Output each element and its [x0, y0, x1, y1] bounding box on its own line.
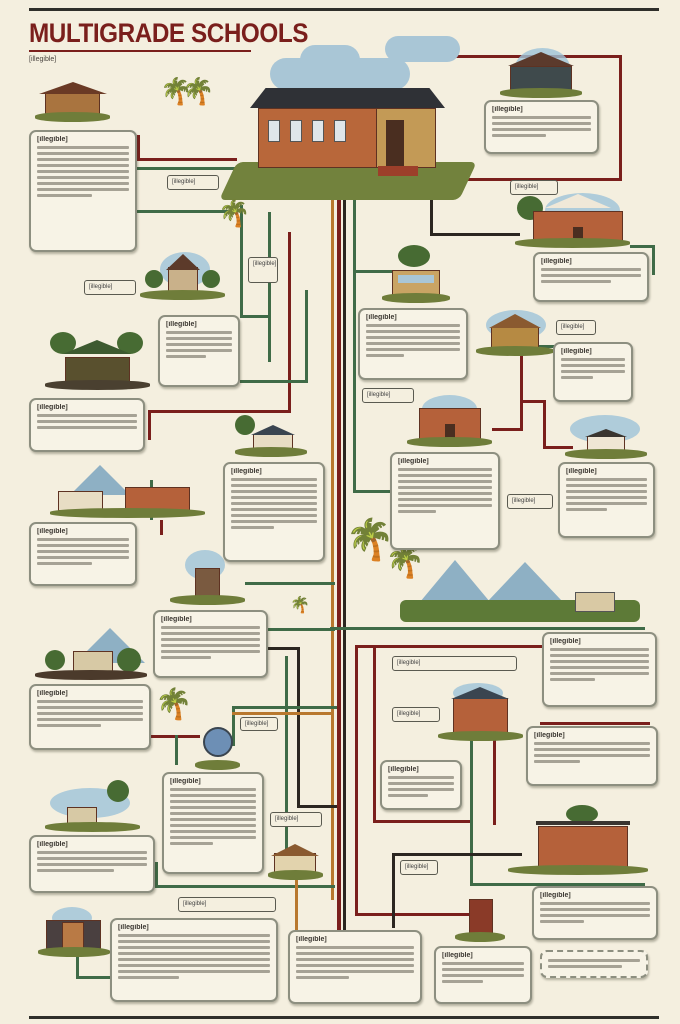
school-illustration: [45, 780, 140, 832]
label-tag: [illegible]: [556, 320, 596, 335]
info-box: [illegible]: [380, 760, 462, 810]
palm-tree-icon: 🌴: [155, 688, 193, 721]
school-illustration: [170, 550, 245, 605]
info-box: [illegible]: [390, 452, 500, 550]
info-box: [illegible]: [434, 946, 532, 1004]
info-box-heading: [illegible]: [296, 936, 327, 943]
label-tag: [illegible]: [507, 494, 553, 509]
palm-tree-icon: 🌴: [345, 518, 395, 562]
info-box: [540, 950, 648, 978]
label-tag: [illegible]: [362, 388, 414, 403]
info-box-heading: [illegible]: [561, 348, 592, 355]
info-box: [illegible]: [288, 930, 422, 1004]
info-box: [illegible]: [110, 918, 278, 1002]
page-subtitle: [illegible]: [29, 56, 57, 63]
label-tag: [illegible]: [178, 897, 276, 912]
info-box: [illegible]: [542, 632, 657, 707]
info-box-heading: [illegible]: [492, 106, 523, 113]
cloud-decoration: [385, 36, 460, 62]
info-box: [illegible]: [532, 886, 658, 940]
label-tag: [illegible]: [240, 717, 278, 731]
info-box: [illegible]: [29, 522, 137, 586]
top-rule: [29, 8, 659, 11]
page-title: MULTIGRADE SCHOOLS: [29, 18, 308, 48]
info-box: [illegible]: [358, 308, 468, 380]
school-illustration: [38, 905, 110, 957]
label-tag: [illegible]: [510, 180, 558, 195]
school-illustration: [268, 840, 323, 880]
palm-tree-icon: 🌴: [160, 76, 193, 106]
info-box-heading: [illegible]: [366, 314, 397, 321]
label-tag: [illegible]: [84, 280, 136, 295]
label-tag: [illegible]: [392, 707, 440, 722]
info-box: [illegible]: [153, 610, 268, 678]
info-box-heading: [illegible]: [534, 732, 565, 739]
school-illustration: [407, 393, 492, 447]
info-box-heading: [illegible]: [166, 321, 197, 328]
info-box-heading: [illegible]: [566, 468, 597, 475]
label-tag: [illegible]: [392, 656, 517, 671]
info-box-heading: [illegible]: [37, 690, 68, 697]
info-box: [illegible]: [29, 684, 151, 750]
info-box-heading: [illegible]: [442, 952, 473, 959]
globe-illustration: [195, 725, 240, 770]
info-box-heading: [illegible]: [37, 136, 68, 143]
school-illustration: [508, 805, 648, 875]
school-illustration: [515, 188, 630, 248]
school-illustration: [235, 415, 307, 457]
info-box: [illegible]: [29, 835, 155, 893]
info-box-heading: [illegible]: [231, 468, 262, 475]
info-box: [illegible]: [558, 462, 655, 538]
info-box-heading: [illegible]: [540, 892, 571, 899]
info-box-heading: [illegible]: [161, 616, 192, 623]
info-box-heading: [illegible]: [118, 924, 149, 931]
info-box-heading: [illegible]: [37, 841, 68, 848]
info-box: [illegible]: [158, 315, 240, 387]
palm-tree-icon: 🌴: [182, 76, 215, 106]
info-box: [illegible]: [553, 342, 633, 402]
school-illustration: [35, 80, 110, 122]
school-illustration: [140, 248, 225, 300]
school-illustration: [500, 40, 582, 98]
label-tag: [illegible]: [248, 257, 278, 283]
info-box-heading: [illegible]: [550, 638, 581, 645]
label-tag: [illegible]: [270, 812, 322, 827]
info-box: [illegible]: [29, 130, 137, 252]
label-tag: [illegible]: [400, 860, 438, 875]
info-box: [illegible]: [223, 462, 325, 562]
palm-tree-icon: 🌴: [290, 597, 310, 614]
info-box-heading: [illegible]: [37, 404, 68, 411]
school-illustration: [476, 308, 554, 356]
info-box: [illegible]: [484, 100, 599, 154]
cloud-decoration: [300, 45, 360, 75]
label-tag: [illegible]: [167, 175, 219, 190]
school-illustration: [438, 683, 523, 741]
info-box: [illegible]: [29, 398, 145, 452]
school-illustration: [382, 245, 450, 303]
info-box: [illegible]: [526, 726, 658, 786]
bottom-rule: [29, 1016, 659, 1019]
palm-tree-icon: 🌴: [218, 198, 251, 228]
school-illustration: [45, 330, 150, 390]
info-box-heading: [illegible]: [398, 458, 429, 465]
info-box: [illegible]: [162, 772, 264, 874]
info-box-heading: [illegible]: [541, 258, 572, 265]
school-illustration: [455, 890, 505, 942]
title-underline: [29, 50, 251, 52]
info-box-heading: [illegible]: [37, 528, 68, 535]
info-box-heading: [illegible]: [170, 778, 201, 785]
info-box: [illegible]: [533, 252, 649, 302]
central-school-illustration: [219, 80, 477, 200]
school-illustration: [35, 628, 147, 680]
school-illustration: [50, 460, 205, 518]
info-box-heading: [illegible]: [388, 766, 419, 773]
school-illustration: [565, 415, 647, 459]
